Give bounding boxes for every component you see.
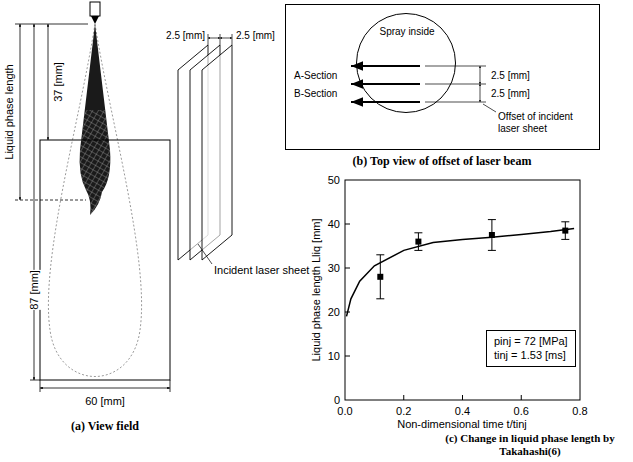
tick-label: 0.4 <box>455 405 470 418</box>
tick-label: 30 <box>328 262 340 275</box>
dimension-label: 2.5 [mm] <box>236 30 275 42</box>
condition-box: pinj = 72 [MPa]tinj = 1.53 [ms] <box>486 330 576 367</box>
data-points <box>377 228 568 280</box>
dimension-label: 2.5 [mm] <box>166 30 205 42</box>
offset-dims <box>425 66 496 112</box>
condition-text: tinj = 1.53 [ms] <box>494 348 568 362</box>
laser-sheet <box>202 45 232 260</box>
dimension-line <box>220 38 232 39</box>
dimension-label: 2.5 [mm] <box>491 88 530 100</box>
panel-caption: (c) Change in liquid phase length by Tak… <box>435 432 625 457</box>
liquid-spray <box>80 24 111 215</box>
dimension-line <box>40 388 170 389</box>
section-label: B-Section <box>294 88 337 100</box>
section-arrows <box>351 66 420 102</box>
extension-line <box>425 84 486 85</box>
dimension-label: Liquid phase length <box>2 64 17 159</box>
top-view-panel: A-SectionB-Section 2.5 [mm] 2.5 [mm] Offset… <box>285 4 600 150</box>
spray-mesh <box>80 110 111 215</box>
tick-label: 0.0 <box>337 405 352 418</box>
dimension-label: 37 [mm] <box>52 62 65 102</box>
view-field-frame <box>40 140 170 380</box>
injector <box>90 2 100 24</box>
part-label: Incident laser sheet <box>214 264 309 277</box>
extension-line <box>232 34 233 45</box>
tick-label: 0.2 <box>396 405 411 418</box>
injector-body <box>90 2 100 16</box>
error-bars <box>376 220 569 299</box>
dimension-line <box>480 84 481 102</box>
dimension-line <box>208 38 220 39</box>
section-arrow <box>351 101 420 103</box>
section-arrow <box>351 65 420 67</box>
section-arrow <box>351 83 420 85</box>
sheet-offset-dims <box>198 34 232 264</box>
axis-title: Liquid phase length Lliq [mm] <box>310 218 323 361</box>
condition-text: pinj = 72 [MPa] <box>494 334 568 348</box>
laser-sheets <box>178 45 232 260</box>
region-label: Spray inside <box>379 26 434 38</box>
extension-line <box>30 380 40 381</box>
tick-label: 20 <box>328 306 340 319</box>
leader-line <box>483 104 496 112</box>
tick-label: 0 <box>334 394 340 407</box>
tick-label: 40 <box>328 218 340 231</box>
dimension-label: 60 [mm] <box>85 395 125 408</box>
extension-line <box>15 200 86 201</box>
leader-line <box>198 244 212 264</box>
tick-label: 50 <box>328 174 340 187</box>
tick-label: 0.8 <box>572 405 587 418</box>
extension-line <box>15 24 88 25</box>
extension-line <box>208 34 209 45</box>
tick-label: 0.6 <box>514 405 529 418</box>
trend-curve <box>347 228 575 316</box>
dimension-lines <box>15 24 170 392</box>
nozzle <box>91 16 99 24</box>
spray-circle: Spray inside <box>356 13 456 113</box>
plot-frame <box>345 180 580 400</box>
note-label: Offset of incident laser sheet <box>498 111 596 134</box>
extension-line <box>425 102 486 103</box>
dimension-line <box>480 66 481 84</box>
dimension-line <box>20 24 21 200</box>
dimension-line <box>48 24 49 140</box>
dimension-line <box>34 24 35 380</box>
panel-caption: (a) View field <box>71 420 139 434</box>
chart <box>345 180 580 400</box>
dimension-label: 87 [mm] <box>27 270 42 310</box>
section-label: A-Section <box>294 70 337 82</box>
tick-label: 10 <box>328 350 340 363</box>
axis-title: Non-dimensional time t/tinj <box>397 418 527 431</box>
dimension-label: 2.5 [mm] <box>491 70 530 82</box>
axis-ticks <box>345 224 521 400</box>
extension-line <box>40 380 41 392</box>
extension-line <box>170 380 171 392</box>
panel-caption: (b) Top view of offset of laser beam <box>353 155 532 169</box>
extension-line <box>220 34 221 45</box>
